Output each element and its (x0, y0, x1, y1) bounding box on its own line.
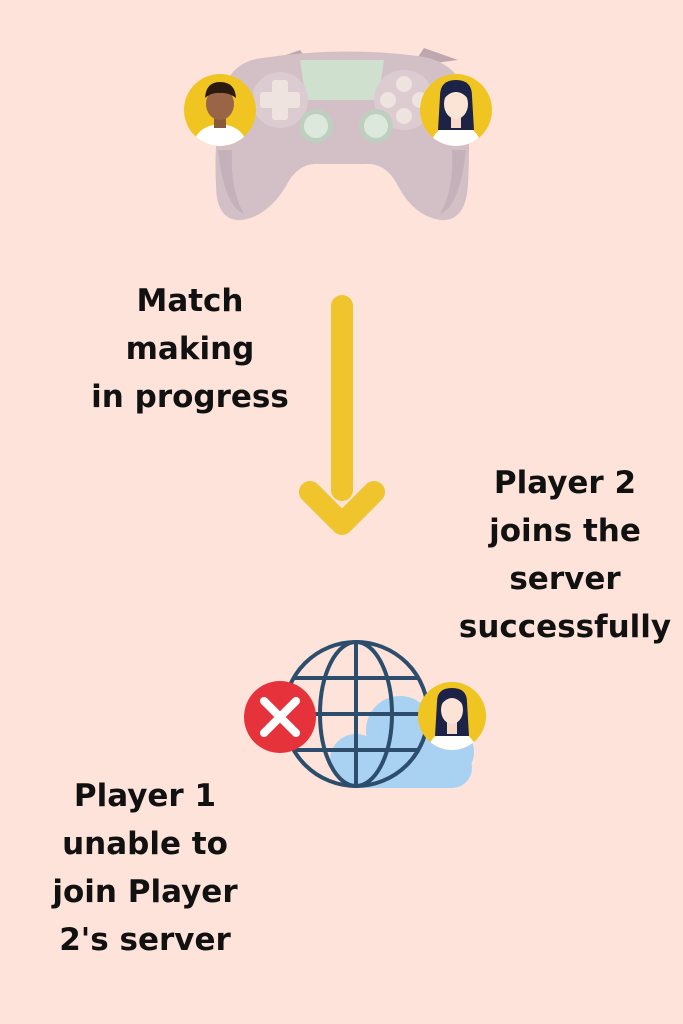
player1-fails-label: Player 1 unable to join Player 2's serve… (52, 778, 238, 958)
arrow-down-icon (299, 295, 385, 535)
d-pad-icon (252, 72, 308, 128)
player2-joins-label: Player 2 joins the server successfully (458, 465, 672, 645)
globe-icon (282, 640, 430, 788)
matchmaking-label: Match making in progress (91, 283, 289, 415)
error-x-icon (244, 681, 316, 753)
player2-avatar-icon (420, 74, 492, 146)
